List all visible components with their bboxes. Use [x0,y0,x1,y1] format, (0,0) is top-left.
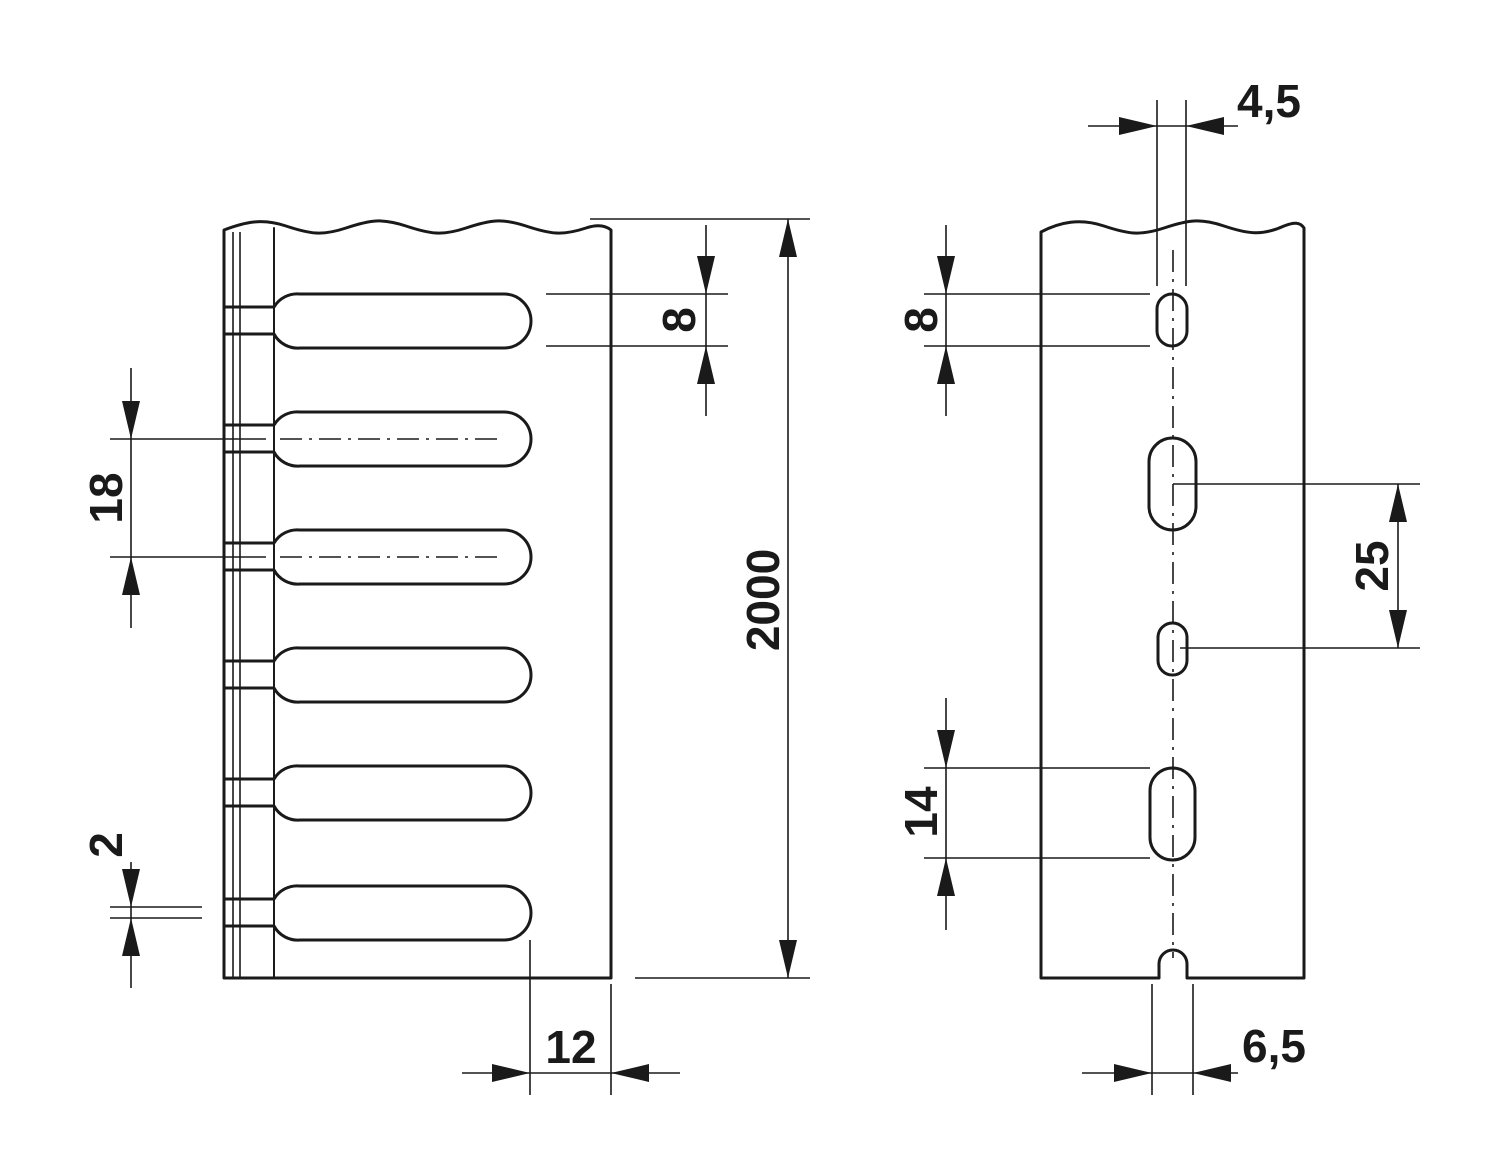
dim-label-hole-pitch: 25 [1346,540,1398,591]
dim-label-length: 2000 [737,549,789,651]
perforated-side-view: 4,5 8 25 14 [895,75,1420,1095]
dim-slot-pitch: 18 [80,368,266,628]
duct-outline [222,219,613,980]
dim-label-large-hole: 14 [895,786,947,838]
dim-length: 2000 [590,218,810,979]
dim-slot-width: 8 [546,225,728,416]
dim-large-hole: 14 [895,698,1150,930]
dim-label-top-width: 4,5 [1237,75,1301,127]
dim-bottom-width: 6,5 [1082,1020,1306,1082]
slotted-duct-view: 8 18 2 12 [80,218,810,1095]
dim-bottom-margin: 12 [462,940,680,1095]
dim-finger-width: 2 [80,832,202,988]
dim-label-slot-width: 8 [653,307,705,333]
dim-label-slot-pitch: 18 [80,472,132,523]
dim-top-width: 4,5 [1088,75,1301,135]
dim-label-bottom-margin: 12 [545,1021,596,1073]
dim-label-bottom-width: 6,5 [1242,1020,1306,1072]
dim-small-hole: 8 [895,225,1150,416]
dim-label-small-hole: 8 [895,307,947,333]
dim-hole-pitch: 25 [1173,483,1420,649]
dim-label-finger-width: 2 [80,832,132,858]
slot-row [222,292,533,942]
side-outline [1039,219,1306,980]
